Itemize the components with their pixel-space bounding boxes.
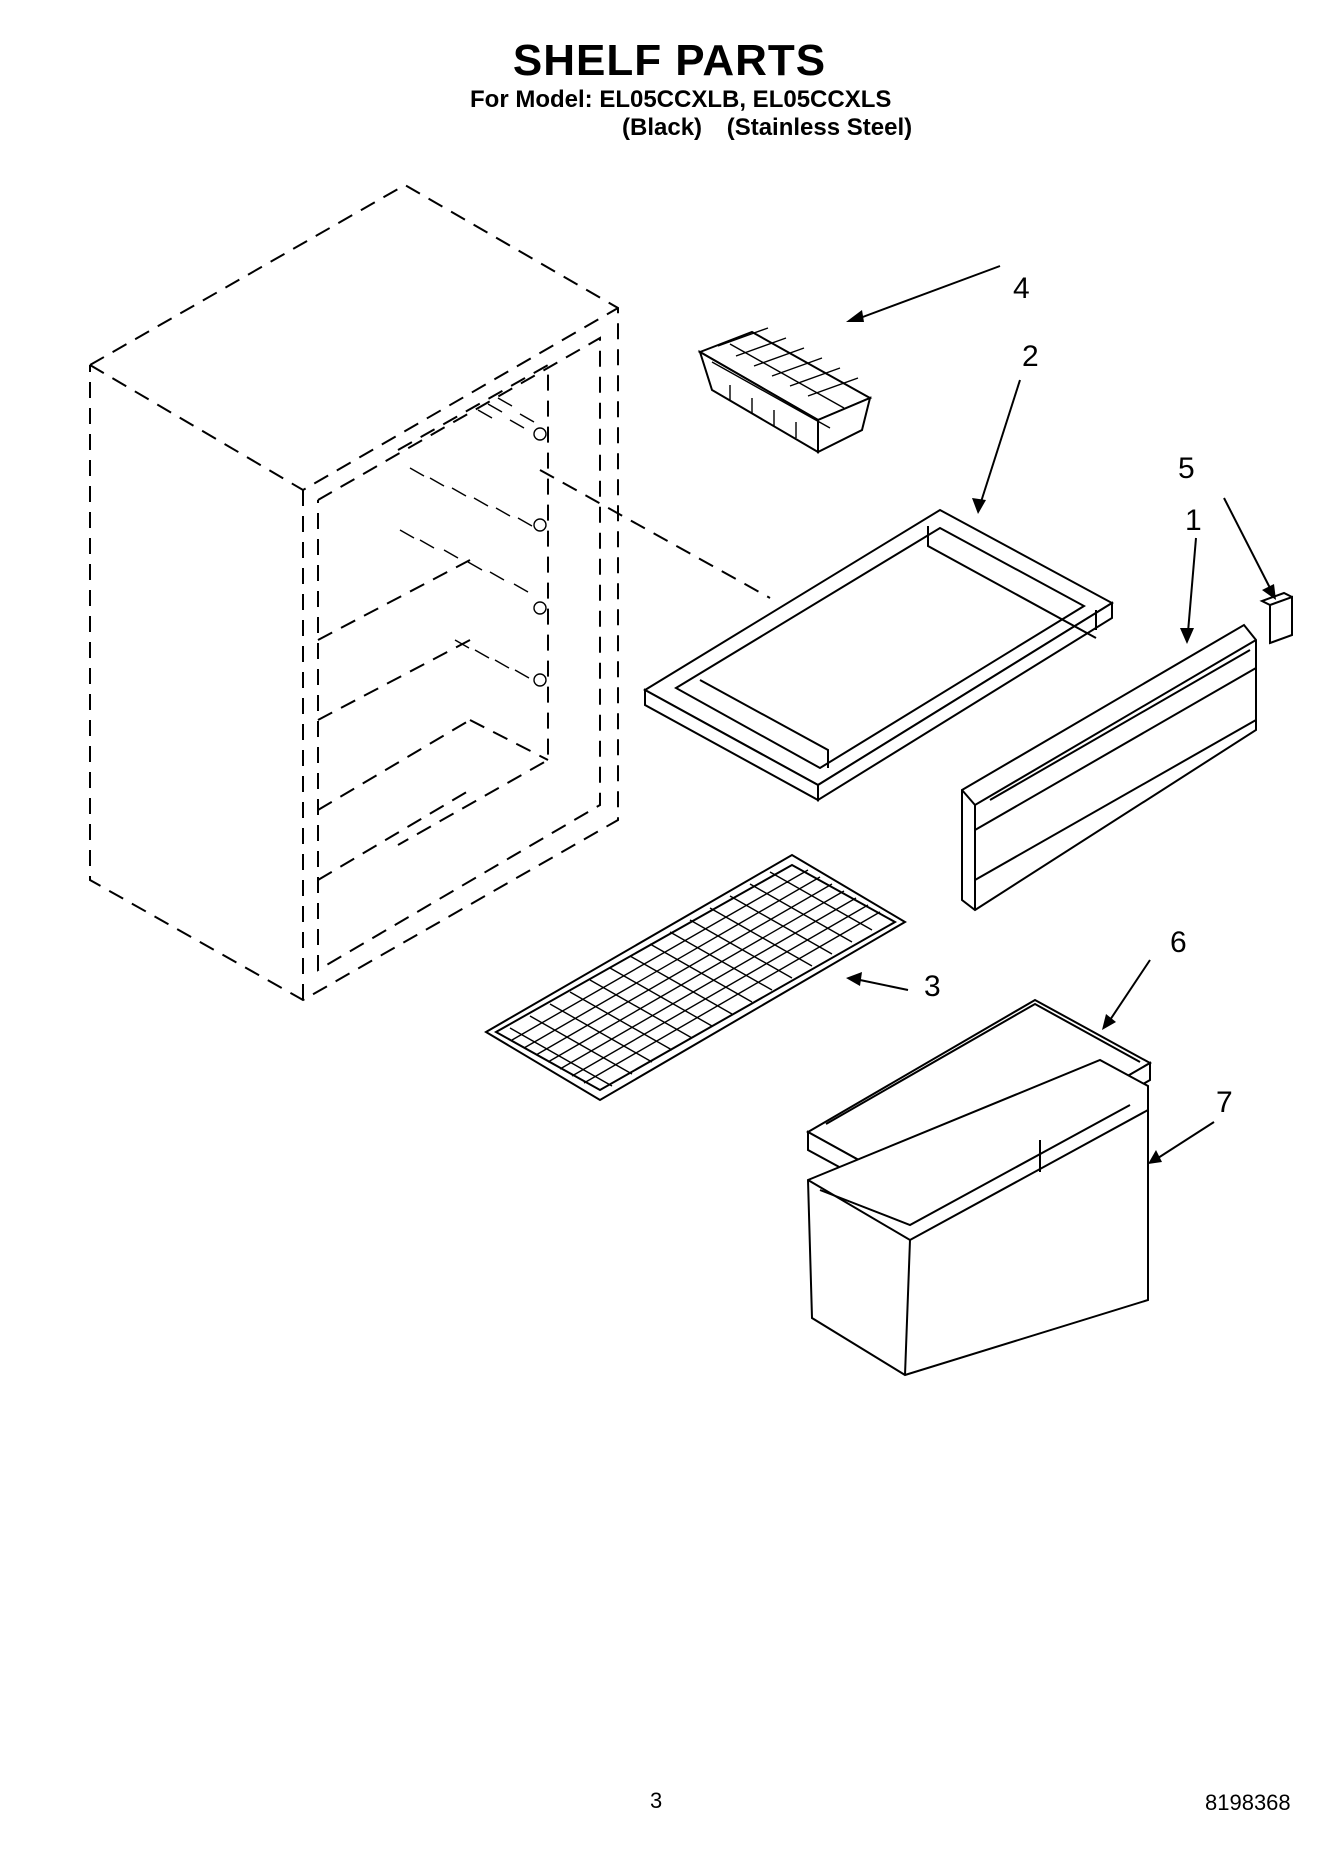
page-title: SHELF PARTS — [512, 36, 827, 85]
page-number: 3 — [650, 1788, 663, 1813]
model-line: For Model: EL05CCXLB, EL05CCXLS — [470, 86, 892, 113]
model-variants: (Black) (Stainless Steel) — [622, 114, 912, 142]
wire-rack — [484, 853, 907, 1102]
leader-lines — [846, 265, 1276, 1164]
ice-tray — [697, 327, 873, 454]
callout-4: 4 — [1013, 272, 1030, 305]
shelf-support-rails — [399, 397, 771, 687]
cabinet-outline — [89, 183, 619, 1002]
end-clip — [1259, 591, 1293, 645]
callout-2: 2 — [1022, 340, 1039, 373]
shelf-tray — [643, 508, 1114, 802]
callout-5: 5 — [1178, 452, 1195, 485]
crisper-bin — [806, 1058, 1149, 1377]
callout-6: 6 — [1170, 926, 1187, 959]
callout-1: 1 — [1185, 504, 1202, 537]
document-number: 8198368 — [1205, 1790, 1291, 1815]
front-trim — [961, 623, 1257, 912]
variant-black: (Black) — [622, 114, 703, 141]
callout-3: 3 — [924, 970, 941, 1003]
callout-7: 7 — [1216, 1086, 1233, 1119]
variant-stainless: (Stainless Steel) — [726, 114, 913, 141]
